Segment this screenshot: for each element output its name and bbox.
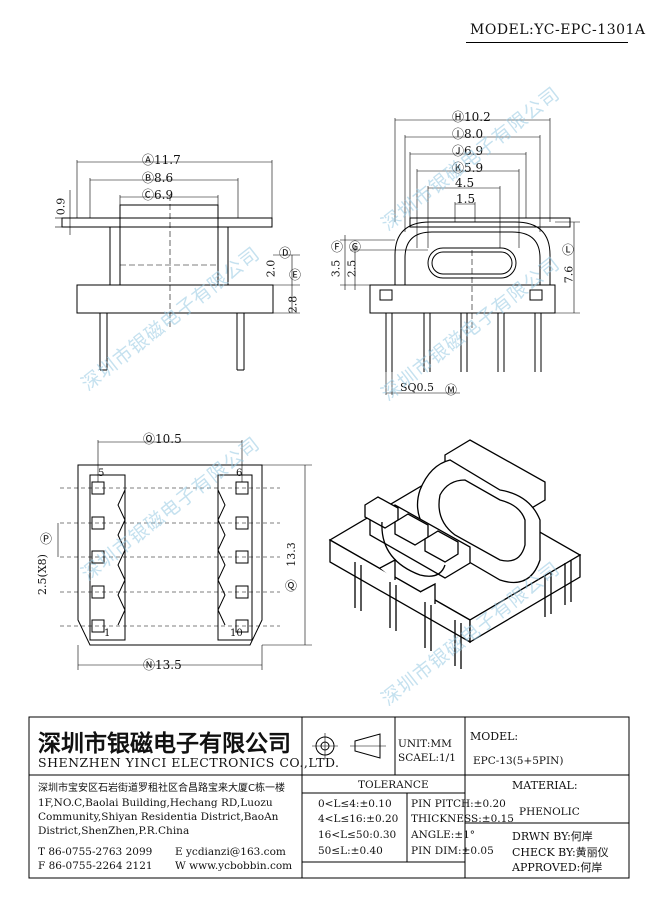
email-address: E ycdianzi@163.com	[175, 846, 286, 858]
model-value: EPC-13(5+5PIN)	[473, 755, 564, 767]
dim-b: Ⓑ8.6	[142, 171, 174, 185]
dim-1-5: 1.5	[456, 192, 476, 206]
dim-k: Ⓚ5.9	[452, 161, 484, 175]
pin-pitch-tol: PIN PITCH:±0.20	[411, 798, 506, 810]
dim-c: Ⓒ6.9	[142, 188, 174, 202]
dim-a: Ⓐ11.7	[142, 153, 181, 167]
thickness-tol: THICKNESS:±0.15	[411, 813, 514, 825]
dim-d: Ⓓ	[279, 246, 292, 260]
dim-e: Ⓔ	[289, 268, 302, 282]
dim-g: Ⓖ	[349, 240, 362, 254]
checked-by: CHECK BY:黄丽仪	[512, 846, 609, 859]
dim-p: Ⓟ	[40, 532, 53, 546]
dim-l: Ⓛ	[562, 243, 575, 257]
address-line-4: District,ShenZhen,P.R.China	[38, 825, 190, 837]
pin-dim-tol: PIN DIM:±0.05	[411, 845, 494, 857]
dim-q: Ⓠ	[285, 579, 298, 593]
pin-label-6: 6	[236, 468, 243, 479]
pin-label-1: 1	[104, 628, 111, 639]
angle-tol: ANGLE:±1°	[411, 829, 476, 841]
pin-label-10: 10	[230, 628, 243, 639]
material-label: MATERIAL:	[512, 779, 578, 792]
phone-number: T 86-0755-2763 2099	[38, 846, 153, 858]
header-rule	[466, 42, 628, 43]
tolerance-row-4: 50≤L:±0.40	[318, 845, 383, 857]
drawing-model-title: MODEL:YC-EPC-1301A	[470, 22, 646, 38]
scale-label: SCAEL:1/1	[398, 752, 456, 764]
dim-j: Ⓙ6.9	[452, 144, 484, 158]
tolerance-row-3: 16<L≤50:0.30	[318, 829, 397, 841]
company-name-en: SHENZHEN YINCI ELECTRONICS CO.,LTD.	[38, 755, 340, 770]
website: W www.ycbobbin.com	[175, 860, 293, 872]
drawn-by: DRWN BY:何岸	[512, 830, 593, 843]
dim-sq: SQ0.5	[400, 381, 435, 394]
dim-4-5: 4.5	[455, 176, 475, 190]
address-line-2: 1F,NO.C,Baolai Building,Hechang RD,Luozu	[38, 797, 273, 809]
unit-label: UNIT:MM	[398, 738, 452, 750]
tolerance-row-1: 0<L≤4:±0.10	[318, 798, 392, 810]
address-line-3: Community,Shiyan Residentia District,Bao…	[38, 811, 279, 823]
pin-label-5: 5	[98, 468, 105, 479]
dim-i: Ⓘ8.0	[452, 127, 484, 141]
material-value: PHENOLIC	[519, 806, 580, 818]
model-label: MODEL:	[470, 730, 519, 743]
dim-m: Ⓜ	[445, 383, 458, 397]
fax-number: F 86-0755-2264 2121	[38, 860, 153, 872]
dim-f: Ⓕ	[331, 240, 344, 254]
approved-by: APPROVED:何岸	[512, 861, 603, 874]
dim-o: Ⓞ10.5	[143, 432, 182, 446]
company-name-cn: 深圳市银磁电子有限公司	[38, 731, 291, 757]
address-line-1: 深圳市宝安区石岩街道罗租社区合昌路宝来大厦C栋一楼	[38, 783, 285, 794]
tolerance-title: TOLERANCE	[358, 779, 429, 791]
dim-n: Ⓝ13.5	[143, 658, 182, 672]
dim-h: Ⓗ10.2	[452, 110, 491, 124]
tolerance-row-2: 4<L≤16:±0.20	[318, 813, 399, 825]
